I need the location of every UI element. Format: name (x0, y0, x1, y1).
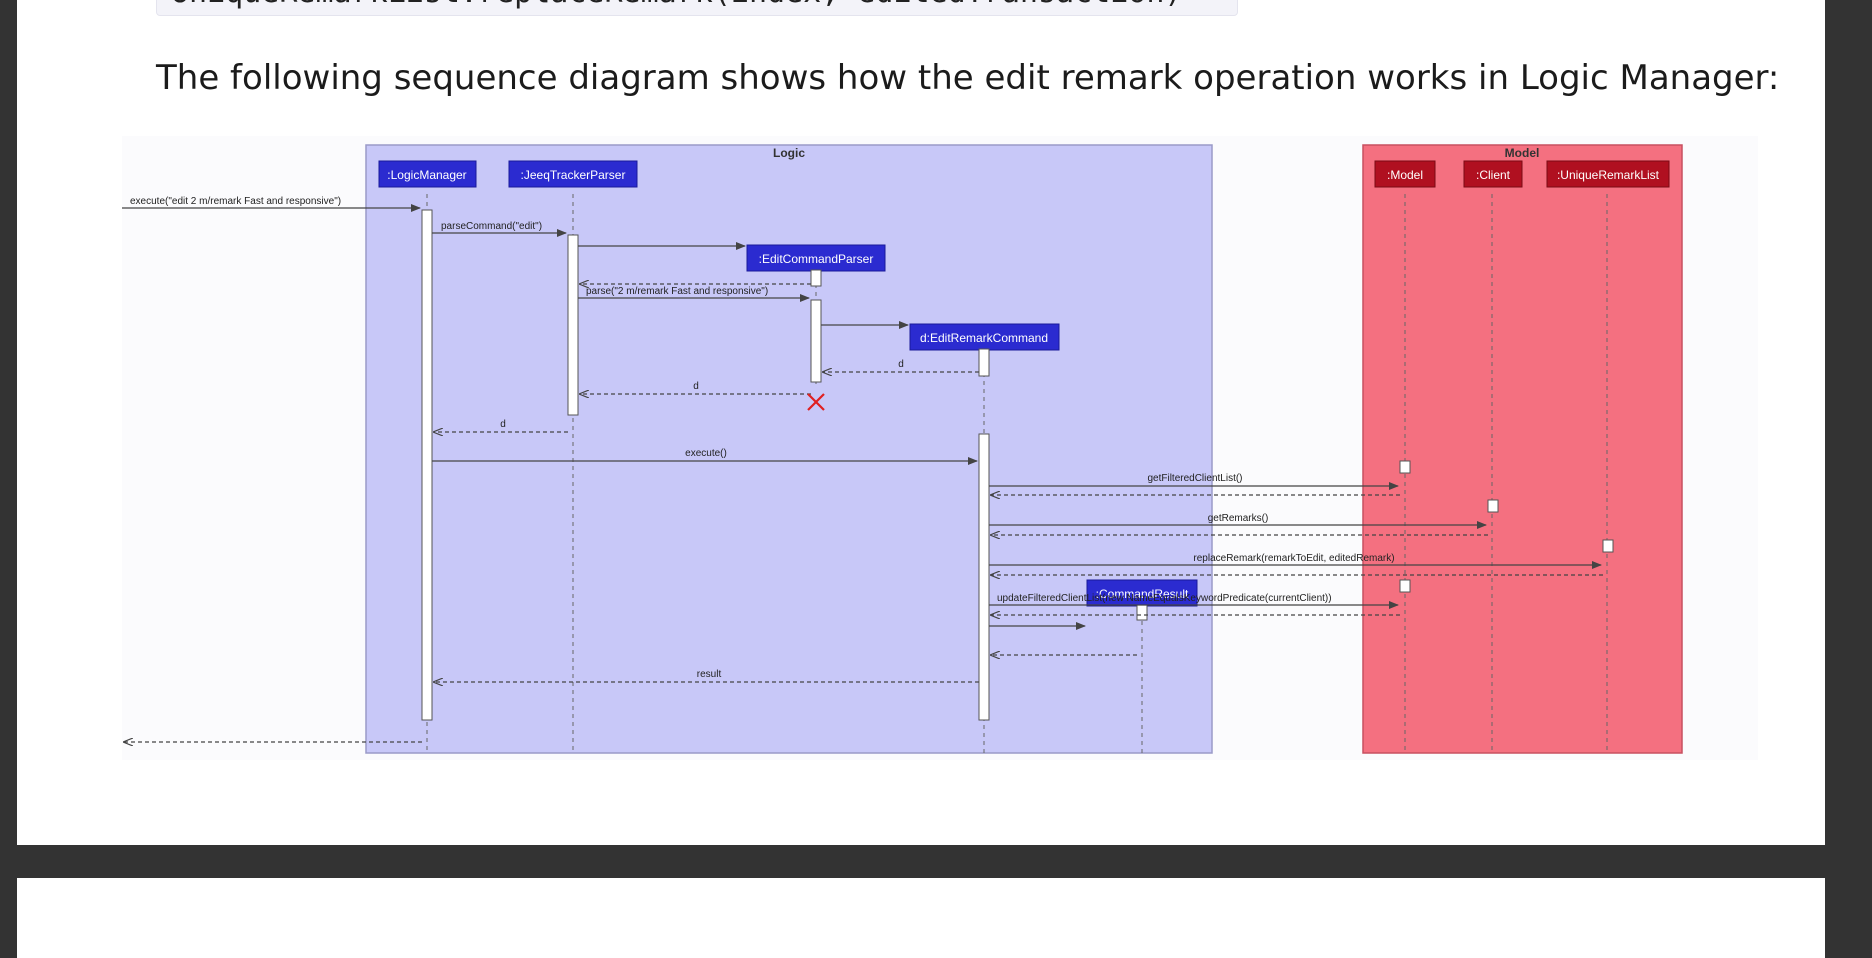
activation-edit-command-execute (978, 433, 990, 721)
label-return-d1: d (898, 359, 904, 370)
activation-parser (567, 234, 579, 416)
participant-edit-command: d:EditRemarkCommand (920, 331, 1048, 345)
participant-client: :Client (1476, 168, 1511, 182)
participant-remark-list: :UniqueRemarkList (1557, 168, 1660, 182)
participant-remark-list-box (1546, 160, 1670, 188)
label-parse-command: parseCommand("edit") (441, 221, 542, 232)
activation-edit-command-create (978, 348, 990, 377)
model-box (1362, 144, 1683, 754)
label-return-d3: d (500, 419, 506, 430)
activation-client (1487, 499, 1499, 513)
activation-bars (421, 209, 1614, 721)
label-update-filtered: updateFilteredClientList(new NameEqualsK… (997, 593, 1332, 604)
activation-remark-list (1602, 539, 1614, 553)
document-page: UniqueRemarkList.replaceRemark(index, ed… (17, 0, 1825, 845)
activation-edit-parser-create (810, 269, 822, 287)
participant-model: :Model (1387, 168, 1423, 182)
activation-command-result (1136, 604, 1148, 621)
label-replace-remark: replaceRemark(remarkToEdit, editedRemark… (1193, 553, 1394, 564)
sequence-diagram: Logic Model :LogicManager :JeeqTrackerPa… (122, 144, 1683, 754)
intro-paragraph: The following sequence diagram shows how… (156, 58, 1780, 98)
participant-logic-manager: :LogicManager (387, 168, 466, 182)
label-execute-input: execute("edit 2 m/remark Fast and respon… (130, 196, 341, 207)
destroy-mark (807, 393, 825, 411)
logic-box (365, 144, 1213, 754)
activation-model-2 (1399, 579, 1411, 593)
sequence-diagram-image: Logic Model :LogicManager :JeeqTrackerPa… (122, 136, 1758, 760)
participant-logic-manager-box (378, 160, 477, 188)
model-box-label: Model (1505, 146, 1540, 160)
label-parse: parse("2 m/remark Fast and responsive") (586, 286, 768, 297)
participant-parser: :JeeqTrackerParser (521, 168, 626, 182)
activation-edit-parser-parse (810, 299, 822, 383)
label-get-remarks: getRemarks() (1208, 513, 1269, 524)
next-document-page (17, 878, 1825, 958)
participant-model-box (1374, 160, 1436, 188)
label-return-d2: d (693, 381, 699, 392)
participant-edit-parser: :EditCommandParser (759, 252, 874, 266)
activation-model-1 (1399, 460, 1411, 474)
label-get-filtered: getFilteredClientList() (1147, 473, 1242, 484)
label-execute: execute() (685, 448, 727, 459)
participant-client-box (1463, 160, 1523, 188)
participant-edit-parser-box (746, 244, 886, 272)
participant-parser-box (508, 160, 638, 188)
code-block: UniqueRemarkList.replaceRemark(index, ed… (156, 0, 1238, 16)
participant-command-result: :CommandResult (1096, 587, 1189, 601)
logic-box-label: Logic (773, 146, 805, 160)
code-snippet: UniqueRemarkList.replaceRemark(index, ed… (171, 0, 1182, 10)
label-result: result (697, 669, 722, 680)
activation-logic-manager (421, 209, 433, 721)
